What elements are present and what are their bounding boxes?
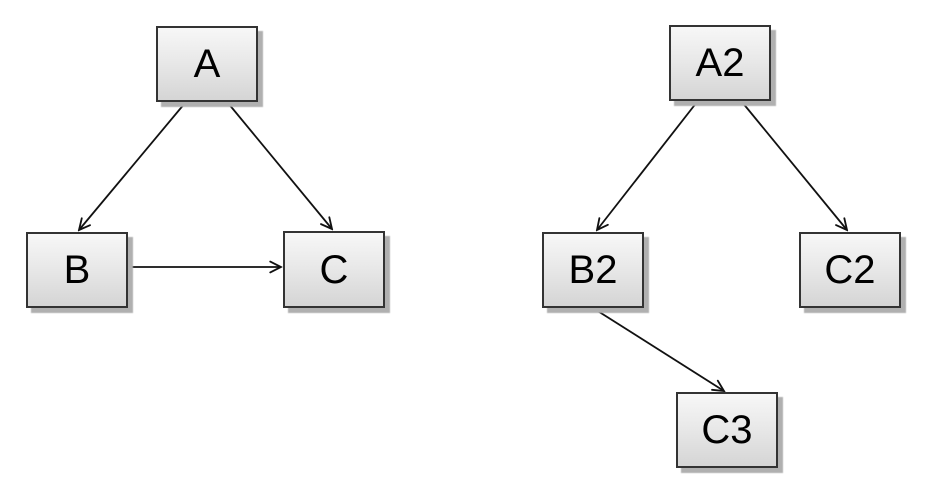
edge-a-to-c: [227, 102, 332, 229]
node-a2[interactable]: A2: [669, 25, 771, 101]
node-label: B2: [568, 248, 618, 292]
edge-a2-to-b2: [597, 101, 698, 230]
node-label: A: [193, 42, 221, 86]
edges-group: [79, 101, 847, 391]
node-a[interactable]: A: [156, 26, 258, 102]
node-label: C: [319, 247, 349, 292]
edge-a2-to-c2: [741, 101, 847, 230]
node-c[interactable]: C: [283, 231, 385, 308]
node-c3[interactable]: C3: [676, 392, 778, 468]
node-c2[interactable]: C2: [799, 232, 901, 308]
node-b2[interactable]: B2: [542, 232, 644, 308]
edge-b2-to-c3: [592, 307, 724, 391]
node-label: B: [63, 248, 91, 292]
node-b[interactable]: B: [26, 232, 128, 308]
node-label: C2: [824, 248, 876, 292]
edge-a-to-b: [79, 102, 186, 230]
node-label: C3: [701, 408, 753, 452]
node-label: A2: [695, 41, 745, 85]
